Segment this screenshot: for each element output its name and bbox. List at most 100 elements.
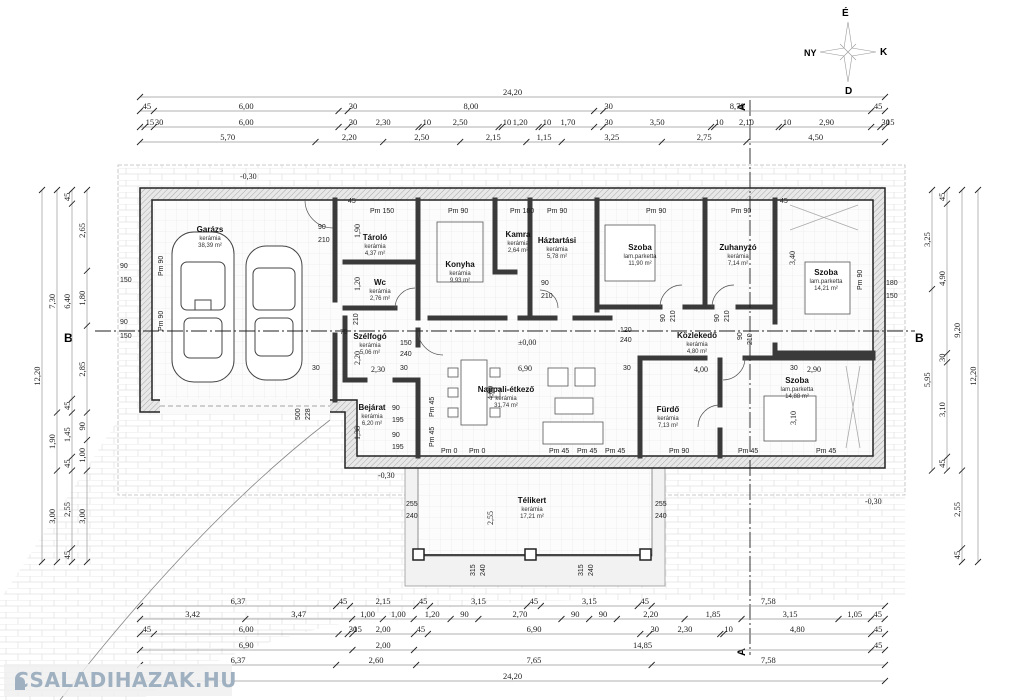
dimension-tick bbox=[53, 186, 61, 194]
annotation-label: 3,10 bbox=[789, 411, 798, 425]
dimension-value: 2,15 bbox=[376, 596, 391, 606]
dimension-tick bbox=[867, 615, 875, 623]
dimension-value: 2,55 bbox=[952, 502, 962, 517]
dimension-tick bbox=[943, 186, 951, 194]
dimension-tick bbox=[835, 615, 842, 623]
dimension-value: 24,20 bbox=[503, 671, 522, 681]
dimension-chain: 24,20 bbox=[136, 671, 889, 685]
dimension-value: 12,20 bbox=[968, 366, 978, 385]
watermark-text: CSALADIHAZAK.HU bbox=[14, 668, 237, 692]
room-floor: kerámia bbox=[521, 507, 543, 513]
door-swings bbox=[304, 199, 746, 428]
dimension-tick bbox=[475, 615, 482, 623]
dimension-value: 30 bbox=[349, 101, 358, 111]
annotation-label: Pm 45 bbox=[605, 448, 625, 455]
dimension-value: 45 bbox=[62, 551, 72, 560]
annotation-label: 75 bbox=[340, 329, 348, 336]
dimension-tick bbox=[412, 661, 420, 669]
column bbox=[412, 548, 425, 561]
dimension-value: 3,10 bbox=[937, 402, 947, 417]
dimension-value: 45 bbox=[952, 551, 962, 560]
garden-curve bbox=[59, 419, 331, 700]
dimension-value: 24,20 bbox=[503, 87, 522, 97]
annotation-label: 150 bbox=[400, 340, 412, 347]
dimension-tick bbox=[495, 123, 502, 131]
bed bbox=[604, 224, 656, 282]
dimension-tick bbox=[537, 602, 545, 610]
section-mark-b-left: B bbox=[64, 331, 73, 345]
annotation-label: 240 bbox=[400, 351, 412, 358]
room-area: 14,88 m² bbox=[785, 394, 809, 400]
annotation-label: 120 bbox=[620, 327, 632, 334]
dimension-tick bbox=[535, 123, 542, 131]
dimension-value: 7,58 bbox=[761, 596, 776, 606]
annotation-label: 210 bbox=[747, 333, 754, 345]
dimension-tick bbox=[83, 267, 91, 275]
dimension-value: 30 bbox=[349, 624, 358, 634]
dimension-value: 2,00 bbox=[376, 624, 391, 634]
dimension-value: 2,55 bbox=[62, 502, 72, 517]
dimension-tick bbox=[958, 558, 966, 566]
dimension-value: 1,85 bbox=[706, 609, 721, 619]
dimension-value: 2,65 bbox=[77, 223, 87, 238]
dimension-tick bbox=[974, 186, 982, 194]
annotation-label: Pm 45 bbox=[549, 448, 569, 455]
dimension-tick bbox=[83, 322, 91, 330]
dimension-value: 1,20 bbox=[513, 117, 528, 127]
dimension-value: 2,10 bbox=[739, 117, 754, 127]
annotation-label: 90 bbox=[318, 224, 326, 231]
room-area: 38,39 m² bbox=[198, 243, 222, 249]
dimension-tick bbox=[53, 558, 61, 566]
annotation-label: 210 bbox=[724, 310, 731, 322]
sofa bbox=[542, 421, 604, 445]
dimension-tick bbox=[974, 558, 982, 566]
dimension-value: 1,00 bbox=[360, 609, 375, 619]
dimension-value: 9,20 bbox=[952, 323, 962, 338]
dimension-value: 2,75 bbox=[697, 132, 712, 142]
dimension-tick bbox=[150, 123, 158, 131]
dimension-value: 4,80 bbox=[790, 624, 805, 634]
dimension-value: 45 bbox=[874, 624, 883, 634]
bed bbox=[763, 395, 817, 442]
dimension-tick bbox=[778, 123, 786, 131]
room-floor: kerámia bbox=[657, 416, 679, 422]
dimension-tick bbox=[707, 123, 715, 131]
annotation-label: 315 bbox=[578, 564, 585, 576]
annotation-label: 150 bbox=[886, 293, 898, 300]
dimension-value: 6,00 bbox=[239, 117, 254, 127]
dimension-chain: 12,20 bbox=[32, 186, 46, 566]
section-mark-b-right: B bbox=[915, 331, 924, 345]
room-floor: lam.parketta bbox=[623, 254, 657, 260]
annotation-label: 1,38 bbox=[353, 426, 362, 440]
dimension-value: 2,20 bbox=[643, 609, 658, 619]
annotation-label: Pm 150 bbox=[370, 208, 394, 215]
dimension-value: 30 bbox=[604, 117, 613, 127]
dimension-value: 45 bbox=[874, 640, 883, 650]
dimension-tick bbox=[867, 107, 875, 115]
annotation-label: 240 bbox=[655, 513, 667, 520]
room-floor: kerámia bbox=[369, 289, 391, 295]
dimension-chain: 3,255,95 bbox=[922, 186, 936, 474]
annotation-label: 195 bbox=[392, 444, 404, 451]
dimension-tick bbox=[346, 602, 354, 610]
dimension-value: 6,90 bbox=[239, 640, 254, 650]
room-area: 5,78 m² bbox=[547, 254, 567, 260]
room-name: Szoba bbox=[628, 243, 652, 252]
annotation-label: 45 bbox=[348, 198, 356, 205]
dimension-value: 15 bbox=[353, 624, 362, 634]
annotation-label: 2,55 bbox=[486, 511, 495, 525]
dimension-tick bbox=[881, 615, 889, 623]
roof-outline bbox=[117, 164, 906, 496]
dimension-value: 3,47 bbox=[291, 609, 306, 619]
dimension-value: 3,50 bbox=[650, 117, 665, 127]
dimension-tick bbox=[716, 630, 724, 638]
